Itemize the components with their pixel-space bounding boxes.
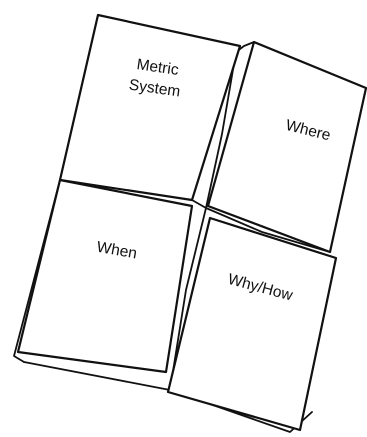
- flap-bottom-left-panel: [18, 180, 192, 372]
- flap-bottom-left: When: [18, 180, 192, 372]
- flap-bottom-right: Why/How: [168, 218, 336, 430]
- flap-bottom-right-panel: [168, 218, 336, 430]
